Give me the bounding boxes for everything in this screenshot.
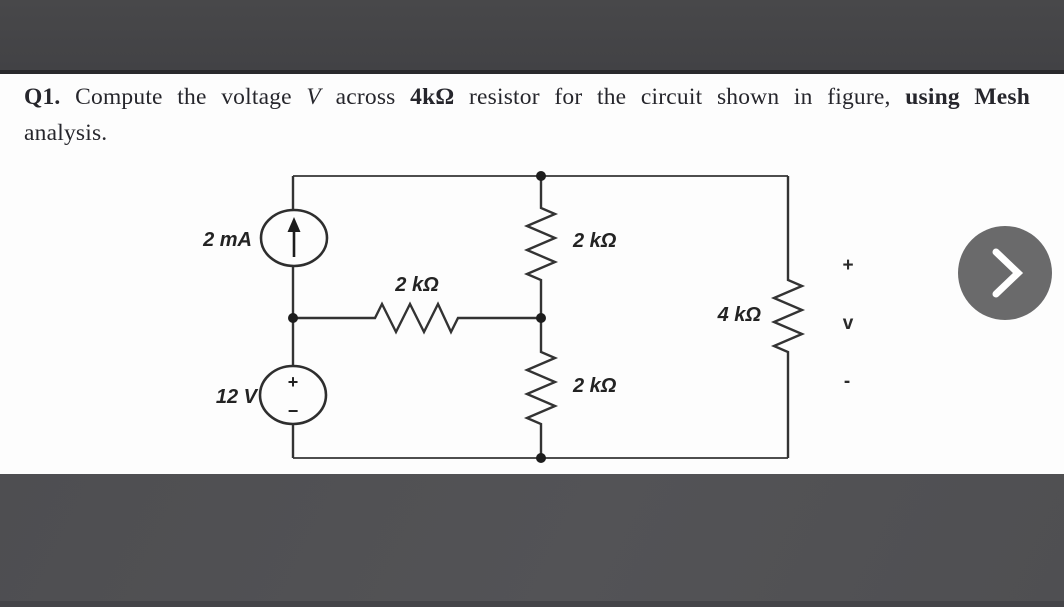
resistor-horizontal-label: 2 kΩ xyxy=(394,274,439,296)
next-button[interactable] xyxy=(958,226,1052,320)
top-chrome-bar xyxy=(0,0,1064,74)
node-bottom-mid xyxy=(536,453,546,463)
question-line-2: analysis. xyxy=(24,120,108,146)
node-center xyxy=(536,313,546,323)
current-arrow-head xyxy=(287,217,301,232)
question-part2: across xyxy=(320,84,411,110)
resistor-top-mid-label: 2 kΩ xyxy=(572,230,617,252)
resistor-bottom-mid xyxy=(523,318,559,458)
resistor-right-label: 4 kΩ xyxy=(717,304,762,326)
resistor-horizontal xyxy=(293,301,541,335)
question-part3: resistor for the circuit shown in figure… xyxy=(454,84,906,110)
chevron-right-icon xyxy=(992,248,1024,298)
question-number: Q1. xyxy=(24,84,61,110)
current-source-label: 2 mA xyxy=(202,229,252,251)
node-left-mid xyxy=(288,313,298,323)
voltage-v-label: v xyxy=(843,313,854,334)
resistor-bottom-mid-label: 2 kΩ xyxy=(572,375,617,397)
mesh-bold-phrase: using Mesh xyxy=(905,84,1031,110)
voltage-plus-sign: + xyxy=(842,255,853,276)
question-line-1: Q1. Compute the voltage V across 4kΩ res… xyxy=(24,79,1030,115)
question-part1: Compute the voltage xyxy=(60,84,307,110)
node-top-mid xyxy=(536,171,546,181)
voltage-variable: V xyxy=(306,84,321,110)
bottom-chrome-bar xyxy=(0,474,1064,607)
bottom-bar-edge xyxy=(0,601,1064,607)
voltage-source-plus: + xyxy=(288,372,299,392)
voltage-source-minus: − xyxy=(288,401,299,421)
resistor-top-mid xyxy=(523,176,559,318)
voltage-minus-sign: - xyxy=(844,371,850,392)
voltage-source-circle xyxy=(258,364,328,426)
resistor-value-bold: 4kΩ xyxy=(410,84,455,110)
voltage-source-label: 12 V xyxy=(216,386,259,408)
resistor-right xyxy=(770,176,806,458)
question-text: Q1. Compute the voltage V across 4kΩ res… xyxy=(24,79,1030,151)
